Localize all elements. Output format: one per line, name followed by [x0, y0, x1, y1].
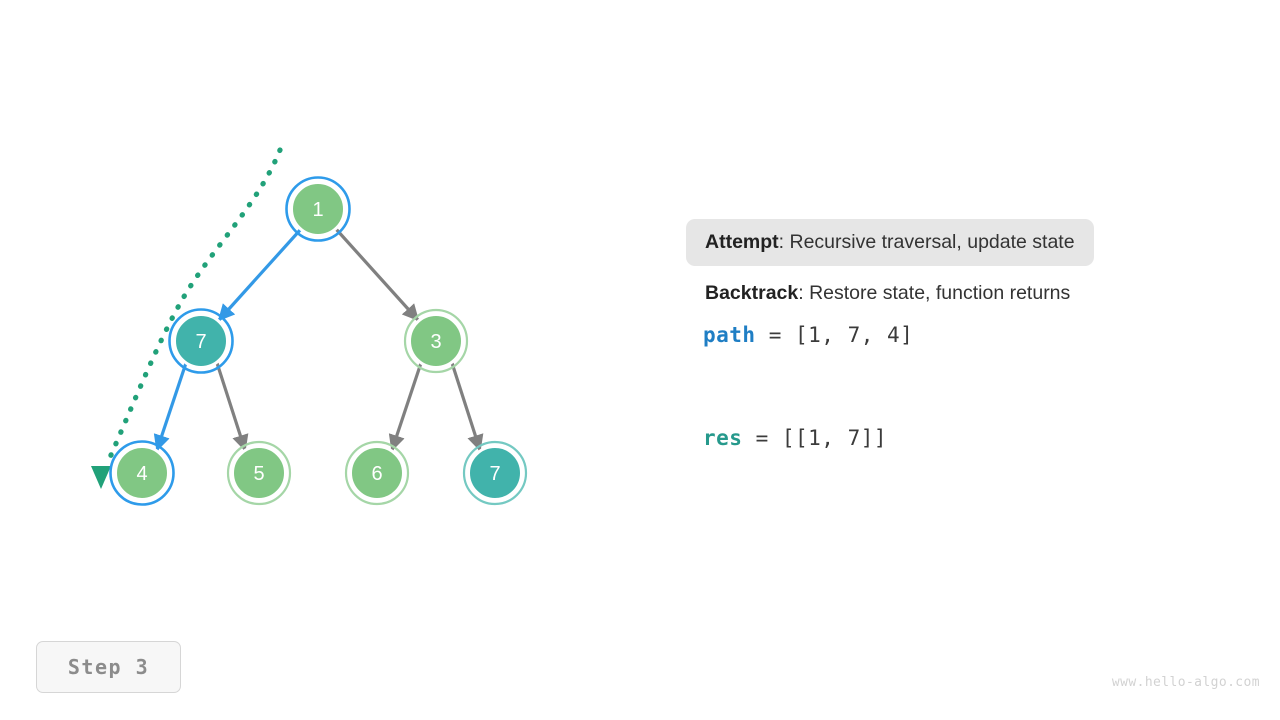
node-value: 7 [489, 463, 500, 485]
attempt-line: Attempt: Recursive traversal, update sta… [705, 231, 1075, 253]
tree-edges [153, 227, 484, 452]
attempt-text: : Recursive traversal, update state [778, 231, 1075, 253]
node-outer-ring [344, 440, 410, 506]
node-outer-ring [462, 440, 528, 506]
backtrack-line: Backtrack: Restore state, function retur… [705, 282, 1070, 304]
step-badge-label: Step 3 [67, 655, 150, 679]
tree-node-6[interactable]: 6 [344, 440, 410, 506]
backtrack-callout: Backtrack: Restore state, function retur… [686, 281, 1206, 305]
node-highlight-ring [109, 440, 175, 506]
edge-1-3 [334, 227, 420, 322]
node-value: 5 [253, 463, 264, 485]
backtrack-label: Backtrack [705, 282, 799, 305]
node-circle [408, 313, 464, 369]
watermark: www.hello-algo.com [1112, 675, 1260, 690]
tree-node-7-left[interactable]: 7 [168, 308, 234, 374]
node-circle [231, 445, 287, 501]
attempt-label: Attempt [705, 231, 779, 253]
attempt-callout: Attempt: Recursive traversal, update sta… [686, 219, 1094, 267]
edge-3-7 [450, 362, 484, 452]
node-highlight-ring [285, 176, 351, 242]
res-variable-name: res [703, 425, 743, 450]
step-badge: Step 3 [36, 641, 181, 693]
node-highlight-ring [168, 308, 234, 374]
tree-node-4[interactable]: 4 [109, 440, 175, 506]
path-assign: = [755, 322, 796, 347]
node-circle [349, 445, 405, 501]
node-value: 3 [430, 331, 441, 353]
edge-1-7 [217, 227, 303, 322]
info-panel: Attempt: Recursive traversal, update sta… [686, 219, 1206, 450]
traversal-path-curve [91, 147, 283, 489]
tree-diagram: 1 7 3 4 5 6 [91, 147, 528, 506]
tree-node-3[interactable]: 3 [403, 308, 469, 374]
res-assign: = [742, 425, 782, 450]
path-variable-name: path [703, 322, 756, 347]
node-circle [173, 313, 229, 369]
node-value: 7 [195, 331, 206, 353]
node-circle [467, 445, 523, 501]
res-value: [[1, 7]] [781, 425, 888, 450]
tree-nodes: 1 7 3 4 5 6 [109, 176, 528, 506]
node-value: 6 [371, 463, 382, 485]
backtrack-text: : Restore state, function returns [798, 282, 1071, 305]
edge-7-5 [215, 362, 249, 452]
path-state-line: path = [1, 7, 4] [686, 323, 1206, 347]
path-value: [1, 7, 4] [795, 322, 914, 347]
traversal-path-arrowhead [91, 466, 111, 489]
node-value: 4 [136, 463, 147, 485]
tree-node-1[interactable]: 1 [285, 176, 351, 242]
watermark-text: www.hello-algo.com [1111, 675, 1260, 690]
res-state-line: res = [[1, 7]] [686, 426, 1206, 450]
tree-node-5[interactable]: 5 [226, 440, 292, 506]
node-outer-ring [226, 440, 292, 506]
node-outer-ring [403, 308, 469, 374]
node-circle [290, 181, 346, 237]
edge-3-6 [388, 362, 423, 452]
node-value: 1 [312, 199, 323, 221]
edge-7-4 [153, 362, 188, 452]
node-circle [114, 445, 170, 501]
tree-node-7-right[interactable]: 7 [462, 440, 528, 506]
